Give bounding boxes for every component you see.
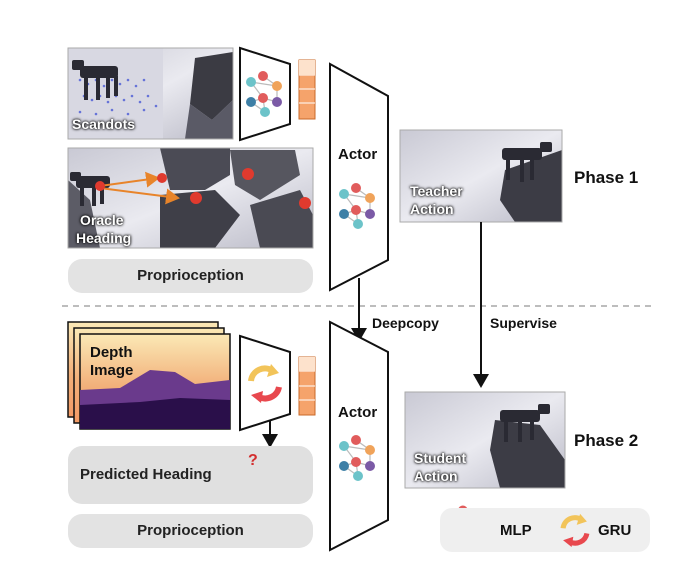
phase2-label: Phase 2 <box>574 431 639 450</box>
student-action-image <box>405 392 565 488</box>
student-label-line1: Student <box>414 450 467 466</box>
phase1-proprioception-pill: Proprioception <box>68 259 313 293</box>
supervise-label: Supervise <box>490 315 557 331</box>
student-label-line2: Action <box>414 468 458 484</box>
phase1-actor-label: Actor <box>338 146 378 163</box>
phase1-actor <box>329 62 389 292</box>
phase1-proprioception-label: Proprioception <box>137 267 244 284</box>
mlp-icon <box>246 71 282 117</box>
question-mark-icon: ? <box>248 452 258 469</box>
legend-box <box>440 508 650 552</box>
phase2-actor-label: Actor <box>338 404 378 421</box>
phase2-proprioception-label: Proprioception <box>137 522 244 539</box>
depth-latent-token <box>298 356 316 416</box>
legend-mlp-label: MLP <box>500 522 532 539</box>
predicted-heading-label: Predicted Heading <box>80 466 212 483</box>
legend-gru-icon <box>560 513 590 547</box>
teacher-label-line1: Teacher <box>410 183 463 199</box>
teacher-label-line2: Action <box>410 201 454 217</box>
phase2-proprioception-pill: Proprioception <box>68 514 313 548</box>
oracle-heading-image <box>68 148 313 248</box>
scandots-latent-token <box>298 59 316 120</box>
deepcopy-label: Deepcopy <box>372 315 439 331</box>
depth-label-line2: Image <box>90 362 134 379</box>
predicted-heading-pill: Predicted Heading ? <box>68 446 313 504</box>
depth-image-stack <box>67 321 231 430</box>
oracle-label-line1: Oracle <box>80 212 124 228</box>
scandots-image <box>68 48 233 139</box>
gru-icon <box>248 364 282 403</box>
oracle-label-line2: Heading <box>76 230 132 246</box>
legend-gru-label: GRU <box>598 522 632 539</box>
phase1-label: Phase 1 <box>574 168 639 187</box>
teacher-action-image <box>400 130 562 222</box>
depth-label-line1: Depth <box>90 344 133 361</box>
scandots-label: Scandots <box>72 116 136 132</box>
depth-encoder <box>239 334 291 432</box>
